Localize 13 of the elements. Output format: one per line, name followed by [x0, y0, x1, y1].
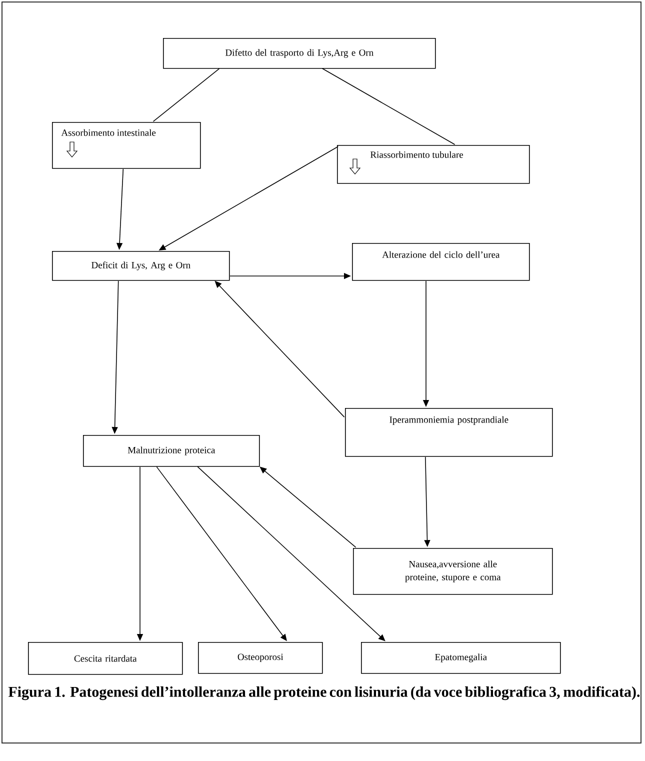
process-box: Cescita ritardata	[28, 642, 183, 675]
process-box: Assorbimento intestinale	[52, 122, 201, 169]
caption: Figura 1. Patogenesi dell’intolleranza alle proteine con lisinuria (da voce bibliografica 3, modificata).	[8, 686, 640, 700]
arrow	[197, 466, 386, 642]
process-box: Epatomegalia	[361, 642, 561, 674]
process-box: Iperammoniemia postprandiale	[345, 408, 553, 457]
process-box: Difetto del trasporto di Lys,Arg e Orn	[163, 38, 436, 69]
process-box: Malnutrizione proteica	[83, 435, 260, 467]
process-box: Alterazione del ciclo dell’urea	[352, 243, 530, 281]
process-box: Riassorbimento tubulare	[337, 145, 530, 184]
process-box: Osteoporosi	[198, 642, 323, 674]
process-box: Deficit di Lys, Arg e Orn	[52, 251, 230, 281]
process-box: Nausea,avversione alle proteine, stupore e coma	[353, 548, 553, 595]
